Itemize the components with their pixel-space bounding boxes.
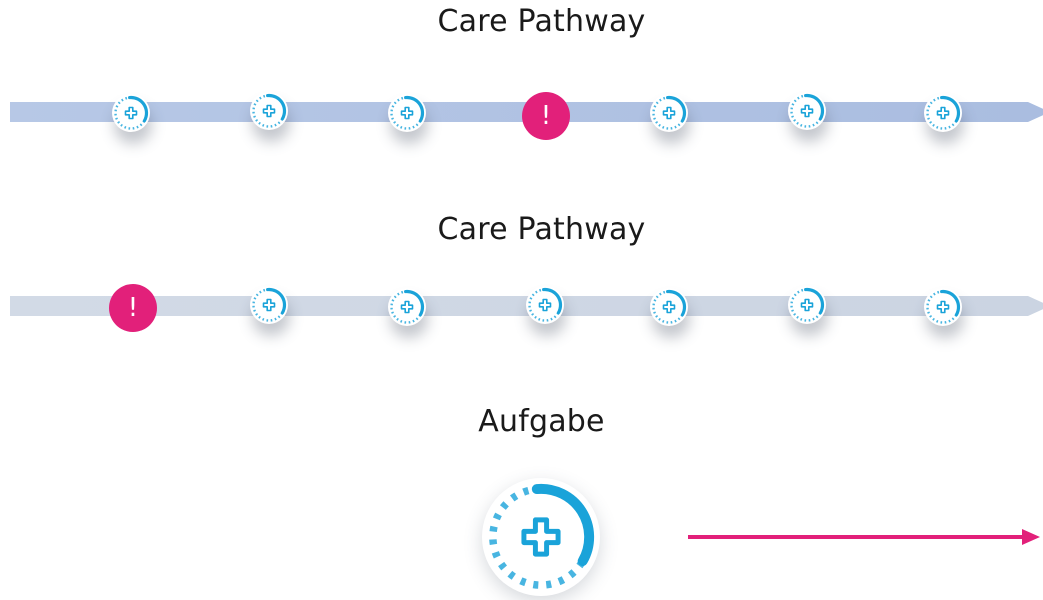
cross-shape <box>262 298 276 312</box>
medical-cross-progress-icon <box>390 289 425 324</box>
pathway-step-1-6[interactable] <box>788 92 826 130</box>
track-bar <box>10 102 1028 122</box>
pathway-step-1-1[interactable] <box>112 94 150 132</box>
cross-shape <box>936 106 950 120</box>
medical-cross-progress-icon <box>652 289 687 324</box>
track-arrowhead <box>1028 296 1043 316</box>
progress-arc <box>266 287 287 315</box>
arrow-right-icon-head <box>1022 529 1040 545</box>
progress-arc <box>666 95 687 123</box>
cross-shape <box>662 106 676 120</box>
medical-cross-progress-icon <box>528 287 563 322</box>
pathway-step-2-1-alert[interactable]: ! <box>109 284 157 332</box>
progress-arc <box>404 95 425 123</box>
progress-arc <box>666 289 687 317</box>
pathway-step-2-3[interactable] <box>388 288 426 326</box>
progress-arc <box>542 287 563 315</box>
medical-cross-progress-icon <box>926 95 961 130</box>
cross-shape <box>936 300 950 314</box>
progress-arc <box>404 289 425 317</box>
medical-cross-progress-icon <box>252 287 287 322</box>
cross-shape <box>262 104 276 118</box>
cross-shape <box>800 298 814 312</box>
pathway-title-1: Care Pathway <box>437 4 646 39</box>
pathway-step-1-2[interactable] <box>250 92 288 130</box>
cross-shape <box>538 298 552 312</box>
pathway-step-2-7[interactable] <box>924 288 962 326</box>
progress-arc <box>128 95 149 123</box>
progress-arc <box>804 93 825 121</box>
arrow-right-icon <box>688 535 1022 539</box>
pathway-step-2-5[interactable] <box>650 288 688 326</box>
pathway-step-2-2[interactable] <box>250 286 288 324</box>
cross-shape <box>800 104 814 118</box>
pathway-title-2: Care Pathway <box>437 212 646 247</box>
progress-arc <box>266 93 287 121</box>
track-arrowhead <box>1028 102 1043 122</box>
task-title: Aufgabe <box>478 404 605 439</box>
pathway-step-2-6[interactable] <box>788 286 826 324</box>
cross-shape <box>124 106 138 120</box>
medical-cross-progress-icon <box>652 95 687 130</box>
cross-shape <box>400 300 414 314</box>
medical-cross-progress-icon <box>790 93 825 128</box>
medical-cross-progress-icon <box>252 93 287 128</box>
exclamation-icon: ! <box>540 101 552 131</box>
cross-shape <box>521 517 561 557</box>
medical-cross-progress-icon <box>390 95 425 130</box>
cross-shape <box>662 300 676 314</box>
pathway-step-1-3[interactable] <box>388 94 426 132</box>
medical-cross-progress-icon <box>926 289 961 324</box>
pathway-step-1-5[interactable] <box>650 94 688 132</box>
track-bar <box>10 296 1028 316</box>
progress-arc <box>531 483 595 567</box>
medical-cross-progress-icon <box>114 95 149 130</box>
exclamation-icon: ! <box>127 293 139 323</box>
task-node[interactable] <box>482 478 600 596</box>
cross-shape <box>400 106 414 120</box>
pathway-step-1-7[interactable] <box>924 94 962 132</box>
progress-arc <box>804 287 825 315</box>
medical-cross-progress-icon <box>790 287 825 322</box>
pathway-step-1-4-alert[interactable]: ! <box>522 92 570 140</box>
progress-arc <box>940 95 961 123</box>
medical-cross-progress-icon <box>489 483 595 589</box>
progress-arc <box>940 289 961 317</box>
pathway-step-2-4[interactable] <box>526 286 564 324</box>
